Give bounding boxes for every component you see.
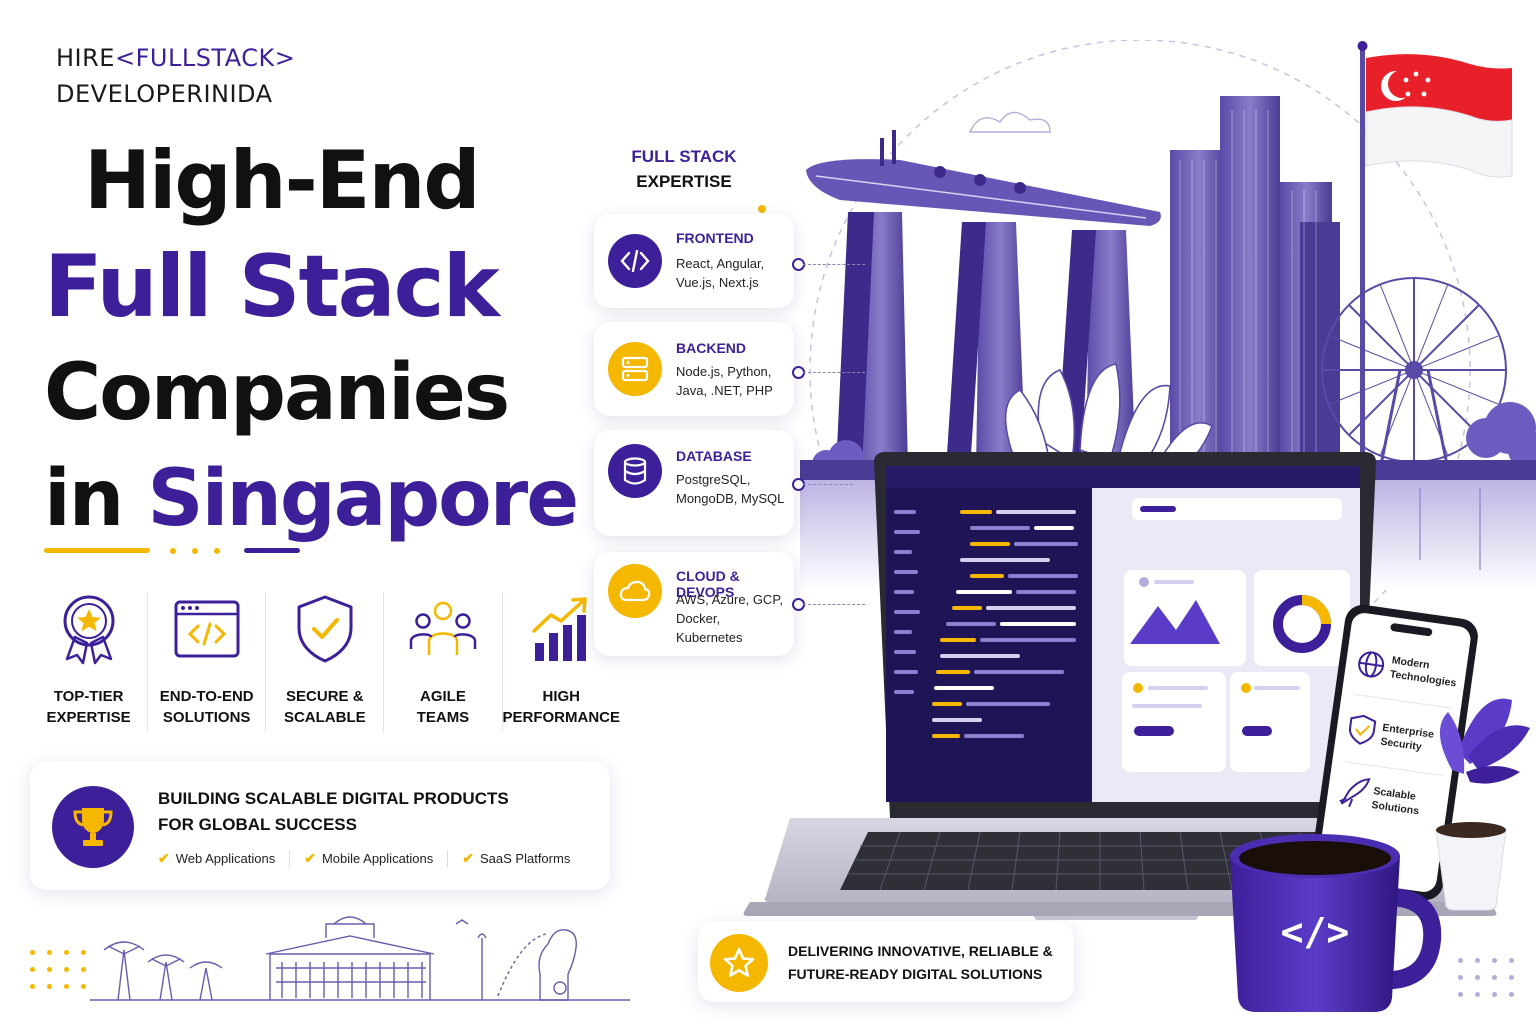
- expertise-card-frontend[interactable]: FRONTEND React, Angular, Vue.js, Next.js: [594, 214, 794, 308]
- phone-feature-line1: Scalable: [1373, 785, 1417, 803]
- trophy-icon: [52, 786, 134, 868]
- cloud-icon: [608, 564, 662, 618]
- check-label: Mobile Applications: [321, 851, 434, 866]
- expertise-card-tech: Node.js, Python, Java, .NET, PHP: [676, 364, 773, 398]
- dot-grid-decoration: [30, 950, 86, 989]
- divider-dot: [192, 548, 198, 554]
- database-icon: [608, 444, 662, 498]
- headline-line2: Full Stack: [44, 237, 500, 337]
- building-checklist: ✔ Web Applications ✔ Mobile Applications ✔…: [158, 850, 598, 867]
- divider-dot: [214, 548, 220, 554]
- building-card: BUILDING SCALABLE DIGITAL PRODUCTS FOR G…: [30, 762, 610, 890]
- headline-line1: High-End: [84, 134, 481, 227]
- check-label: SaaS Platforms: [480, 851, 571, 866]
- expertise-card-tech: PostgreSQL, MongoDB, MySQL: [676, 472, 785, 506]
- server-icon: [608, 342, 662, 396]
- expertise-card-title: DATABASE: [676, 448, 752, 464]
- feature-label: END-TO-END SOLUTIONS: [159, 688, 254, 726]
- divider-yellow: [44, 548, 150, 553]
- shield-check-icon: [290, 594, 360, 664]
- logo-prefix: HIRE: [56, 44, 115, 72]
- expertise-title: FULL STACK EXPERTISE: [606, 144, 762, 194]
- logo-line2: DEVELOPERINIDA: [56, 80, 273, 108]
- divider-dot: [170, 548, 176, 554]
- star-icon: [710, 934, 768, 992]
- check-icon: ✔: [158, 850, 170, 866]
- check-item: ✔ Mobile Applications: [304, 850, 449, 867]
- check-label: Web Applications: [175, 851, 276, 866]
- expertise-title-line2: EXPERTISE: [636, 172, 732, 191]
- connector-line: [803, 604, 865, 605]
- expertise-card-tech: React, Angular, Vue.js, Next.js: [676, 256, 765, 290]
- delivering-card: DELIVERING INNOVATIVE, RELIABLE & FUTURE…: [698, 922, 1074, 1002]
- globe-icon: [1358, 651, 1385, 678]
- feature-label: SECURE & SCALABLE: [283, 688, 366, 726]
- code-window-icon: [172, 594, 242, 664]
- expertise-card-cloud-devops[interactable]: CLOUD & DEVOPS AWS, Azure, GCP, Docker, …: [594, 552, 794, 656]
- feature-item: TOP-TIER EXPERTISE: [30, 592, 149, 732]
- feature-item: AGILE TEAMS: [384, 592, 503, 732]
- connector-line: [803, 264, 865, 265]
- headline-line4-prefix: in: [44, 454, 148, 544]
- mug-code-symbol: </>: [1281, 910, 1350, 954]
- expertise-card-title: BACKEND: [676, 340, 746, 356]
- feature-label: TOP-TIER EXPERTISE: [46, 688, 131, 726]
- expertise-card-database[interactable]: DATABASE PostgreSQL, MongoDB, MySQL: [594, 430, 794, 536]
- check-item: ✔ Web Applications: [158, 850, 291, 867]
- headline-line3: Companies: [44, 348, 510, 438]
- check-item: ✔ SaaS Platforms: [462, 850, 584, 867]
- headline-line4: in Singapore: [44, 446, 604, 552]
- feature-label: AGILE TEAMS: [416, 688, 470, 726]
- expertise-title-line1: FULL STACK: [631, 147, 737, 166]
- headline-highlight: Singapore: [147, 454, 579, 544]
- feature-item: SECURE & SCALABLE: [266, 592, 385, 732]
- divider-purple: [244, 548, 300, 553]
- rocket-icon: [1339, 778, 1371, 808]
- growth-chart-icon: [526, 594, 596, 664]
- logo-line1: HIRE<FULLSTACK>: [56, 40, 295, 76]
- delivering-text: DELIVERING INNOVATIVE, RELIABLE & FUTURE…: [788, 943, 1053, 982]
- accent-dot: [758, 205, 766, 213]
- skyline-line-art: [90, 916, 630, 1001]
- phone-feature-line2: Security: [1380, 736, 1423, 754]
- expertise-card-title: CLOUD & DEVOPS: [676, 568, 740, 600]
- feature-item: HIGH PERFORMANCE: [502, 592, 621, 732]
- check-icon: ✔: [462, 850, 474, 866]
- feature-item: END-TO-END SOLUTIONS: [148, 592, 267, 732]
- award-star-icon: [54, 594, 124, 665]
- singapore-tech-illustration: Modern Technologies Enterprise Security …: [743, 40, 1536, 1012]
- phone-feature-line1: Modern: [1391, 654, 1430, 671]
- logo-tag: <FULLSTACK>: [114, 44, 296, 72]
- check-icon: ✔: [304, 850, 316, 866]
- team-people-icon: [408, 594, 478, 664]
- expertise-card-tech: AWS, Azure, GCP, Docker, Kubernetes: [676, 592, 783, 645]
- shield-icon: [1348, 714, 1377, 745]
- expertise-card-title: FRONTEND: [676, 230, 754, 246]
- headline: High-End Full Stack Companies in Singapo…: [44, 128, 604, 552]
- connector-line: [803, 484, 853, 485]
- features-row: TOP-TIER EXPERTISE END-TO-END SOLUTIONS: [30, 592, 620, 732]
- dot-grid-decoration: [1458, 958, 1514, 997]
- feature-label: HIGH PERFORMANCE: [502, 688, 621, 726]
- brand-logo[interactable]: HIRE<FULLSTACK> DEVELOPERINIDA: [56, 40, 295, 112]
- connector-line: [803, 372, 865, 373]
- code-icon: [608, 234, 662, 288]
- building-title: BUILDING SCALABLE DIGITAL PRODUCTS FOR G…: [158, 789, 509, 834]
- expertise-card-backend[interactable]: BACKEND Node.js, Python, Java, .NET, PHP: [594, 322, 794, 416]
